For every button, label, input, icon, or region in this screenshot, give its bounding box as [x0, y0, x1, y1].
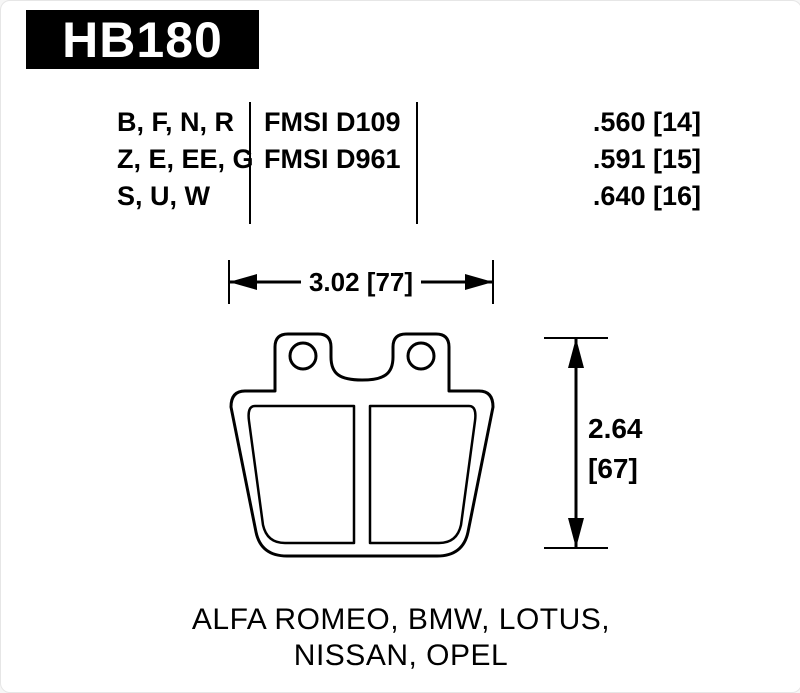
- fmsi-row: FMSI D961: [264, 144, 401, 174]
- applications-line-2: NISSAN, OPEL: [293, 639, 509, 672]
- thickness-row: .640 [16]: [592, 181, 701, 211]
- height-dimension-value: 2.64: [588, 413, 643, 444]
- compound-row: B, F, N, R: [117, 107, 235, 137]
- mounting-hole-right: [406, 341, 436, 371]
- applications-text: ALFA ROMEO, BMW, LOTUS, NISSAN, OPEL: [1, 602, 800, 674]
- mounting-hole-left: [288, 341, 318, 371]
- height-dimension: 2.64 [67]: [544, 337, 643, 549]
- arrowhead-up-icon: [568, 338, 584, 368]
- part-number-box: HB180: [26, 10, 259, 69]
- arrowhead-right-icon: [465, 274, 493, 290]
- part-number-label: HB180: [62, 11, 223, 68]
- thickness-column: .560 [14] .591 [15] .640 [16]: [541, 104, 701, 215]
- width-dimension: 3.02 [77]: [228, 260, 494, 304]
- fmsi-row: FMSI D109: [264, 107, 401, 137]
- compound-codes-column: B, F, N, R Z, E, EE, G S, U, W: [117, 104, 254, 215]
- arrowhead-down-icon: [568, 518, 584, 548]
- applications-line-1: ALFA ROMEO, BMW, LOTUS,: [191, 603, 611, 636]
- arrowhead-left-icon: [229, 274, 257, 290]
- height-dimension-bracket: [67]: [588, 453, 638, 484]
- friction-pad-right-outline: [368, 404, 477, 545]
- table-divider-left: [249, 102, 251, 224]
- friction-pad-left-outline: [247, 404, 356, 545]
- brake-pad-drawing: [229, 332, 495, 558]
- thickness-row: .560 [14]: [592, 107, 701, 137]
- pad-outer-outline: [229, 332, 495, 558]
- fmsi-column: FMSI D109 FMSI D961: [264, 104, 414, 178]
- width-dimension-label: 3.02 [77]: [309, 267, 413, 297]
- compound-row: S, U, W: [117, 181, 210, 211]
- thickness-row: .591 [15]: [592, 144, 701, 174]
- table-divider-right: [416, 102, 418, 224]
- compound-row: Z, E, EE, G: [117, 144, 254, 174]
